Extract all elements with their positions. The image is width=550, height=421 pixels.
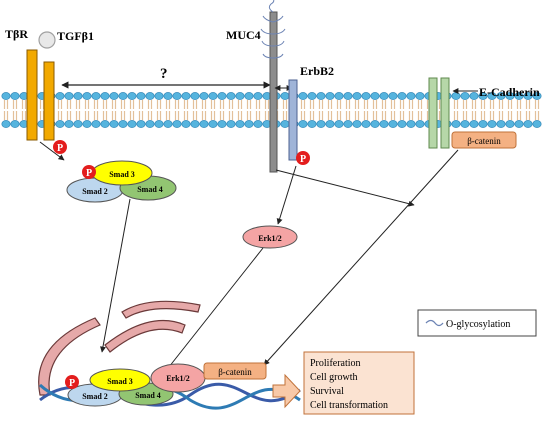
- svg-text:P: P: [300, 154, 306, 165]
- legend-label: O-glycosylation: [446, 319, 510, 330]
- svg-text:Smad 4: Smad 4: [137, 185, 163, 194]
- o-glycosylation-icon: [425, 319, 444, 327]
- phospho-tbr: P: [53, 140, 67, 154]
- outcome-arrow: [272, 373, 301, 409]
- erk-nucleus: Erk1/2: [150, 363, 206, 393]
- svg-text:P: P: [86, 168, 92, 179]
- svg-text:β-catenin: β-catenin: [467, 136, 501, 146]
- svg-text:P: P: [57, 143, 63, 154]
- e-cadherin-label: E-Cadherin: [479, 85, 540, 99]
- svg-text:Smad 2: Smad 2: [82, 392, 108, 401]
- muc4-protein: [260, 0, 286, 173]
- bcatenin-nucleus: β-catenin: [203, 362, 267, 380]
- question-mark: ?: [160, 66, 168, 82]
- cell-membrane: [1, 92, 542, 128]
- smad-complex-cytoplasm: Smad 2 Smad 4 Smad 3 P: [66, 160, 177, 203]
- tgfb1-label: TGFβ1: [57, 29, 94, 43]
- outcomes-box: Proliferation Cell growth Survival Cell …: [303, 351, 415, 415]
- svg-text:Smad 3: Smad 3: [107, 377, 133, 386]
- tgfb1-ligand: [38, 31, 56, 49]
- phospho-erbb2: P: [296, 151, 310, 165]
- legend: O-glycosylation: [417, 309, 537, 337]
- bcatenin-membrane: β-catenin: [451, 131, 517, 149]
- erbb2-label: ErbB2: [300, 64, 334, 78]
- outcome-3: Cell transformation: [310, 400, 388, 411]
- svg-text:P: P: [69, 378, 75, 389]
- svg-text:Smad 2: Smad 2: [82, 187, 108, 196]
- svg-text:Erk1/2: Erk1/2: [166, 374, 190, 383]
- e-cadherin: [428, 77, 450, 149]
- erk-cytoplasm: Erk1/2: [242, 225, 298, 249]
- svg-text:Erk1/2: Erk1/2: [258, 234, 282, 243]
- svg-text:Smad 4: Smad 4: [135, 391, 161, 400]
- outcome-2: Survival: [310, 386, 344, 397]
- smad3-nuc: [89, 368, 151, 392]
- tbr-receptor: [26, 49, 55, 141]
- muc4-label: MUC4: [226, 28, 261, 42]
- svg-text:β-catenin: β-catenin: [218, 367, 252, 377]
- svg-text:Smad 3: Smad 3: [109, 170, 135, 179]
- signal-arrows: [39, 141, 459, 373]
- o-glycan-chains: [260, 0, 286, 59]
- outcome-0: Proliferation: [310, 358, 361, 369]
- outcome-1: Cell growth: [310, 372, 358, 383]
- tbr-label: TβR: [5, 27, 28, 41]
- erbb2-receptor: [288, 79, 298, 161]
